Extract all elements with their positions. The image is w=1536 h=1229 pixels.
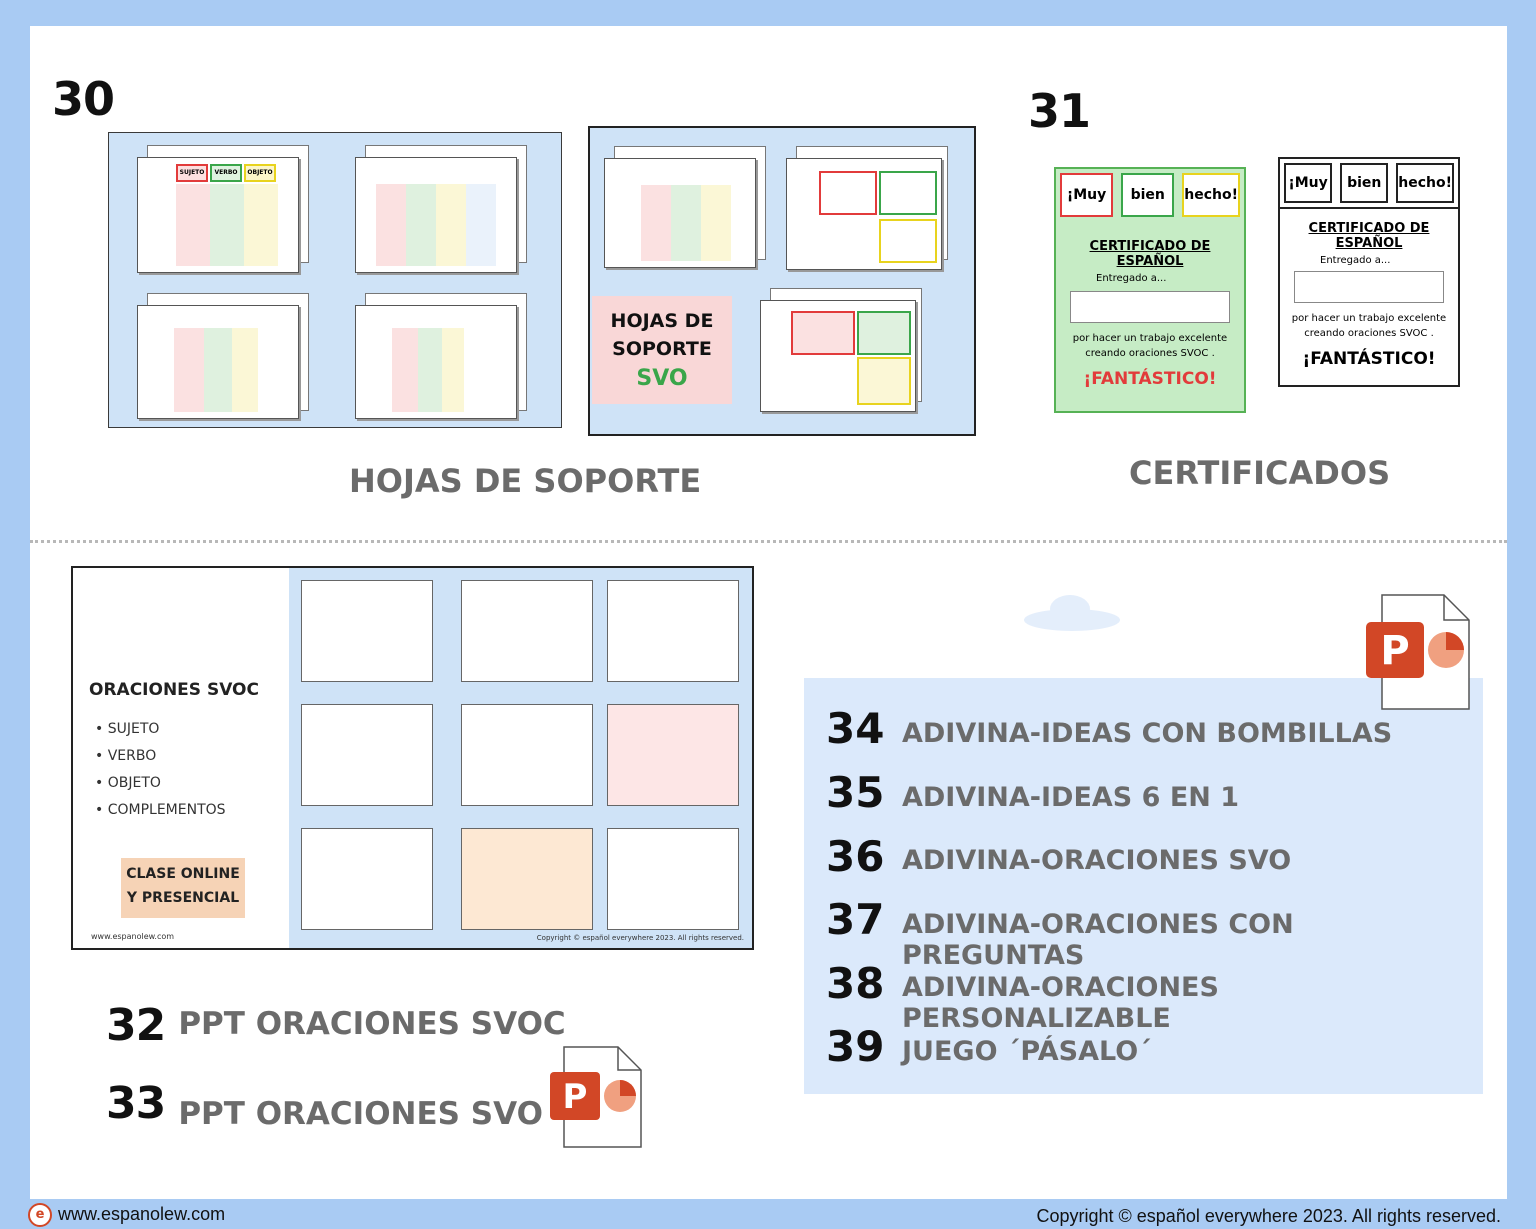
worksheet-sheet: [786, 158, 942, 270]
worksheet-sheet: [355, 305, 517, 419]
slide-badge: CLASE ONLINE Y PRESENCIAL: [121, 858, 245, 918]
svg-text:P: P: [1380, 628, 1409, 674]
footer-website-link[interactable]: www.espanolew.com: [58, 1204, 226, 1224]
ppt-item: 33 PPT ORACIONES SVO: [106, 1078, 543, 1132]
slide-subtitle: ORACIONES SVOC: [89, 680, 259, 700]
worksheets-preview-b: HOJAS DE SOPORTE SVO: [588, 126, 976, 436]
section-number-31: 31: [1028, 84, 1091, 138]
worksheets-preview-a: SUJETO VERBO OBJETO: [108, 132, 562, 428]
activities-list: 34 ADIVINA-IDEAS CON BOMBILLAS 35 ADIVIN…: [804, 678, 1483, 1094]
certificate-color: ¡Muy bien hecho! CERTIFICADO DE ESPAÑOL …: [1054, 167, 1246, 413]
section-number-30: 30: [52, 72, 115, 126]
section-divider: [30, 540, 1507, 543]
logo-icon: e: [28, 1203, 52, 1227]
adivina-ideas-slide-preview: ADIVINA-IDEAS ORACIONES SVOC • SUJETO • …: [71, 566, 754, 950]
hojas-de-soporte-caption: HOJAS DE SOPORTE: [349, 462, 702, 500]
worksheet-sheet: [760, 300, 916, 412]
cloud-icon: [1022, 592, 1122, 632]
worksheet-sheet: [355, 157, 517, 273]
slide-item-list: • SUJETO • VERBO • OBJETO • COMPLEMENTOS: [95, 721, 226, 818]
svg-text:P: P: [563, 1077, 588, 1117]
worksheet-sheet: [137, 305, 299, 419]
footer-copyright: Copyright © español everywhere 2023. All…: [1036, 1206, 1501, 1226]
powerpoint-icon: P: [550, 1046, 642, 1148]
hojas-de-soporte-card: HOJAS DE SOPORTE SVO: [592, 296, 732, 404]
page-canvas: 30 SUJETO VERBO OBJETO: [30, 26, 1507, 1199]
ppt-item: 32 PPT ORACIONES SVOC: [106, 1000, 566, 1051]
powerpoint-icon: P: [1366, 594, 1470, 710]
certificate-bw: ¡Muy bien hecho! CERTIFICADO DE ESPAÑOL …: [1278, 157, 1460, 387]
certificados-caption: CERTIFICADOS: [1129, 454, 1391, 492]
worksheet-sheet: SUJETO VERBO OBJETO: [137, 157, 299, 273]
footer: e www.espanolew.com Copyright © español …: [0, 1199, 1536, 1229]
worksheet-sheet: [604, 158, 756, 268]
